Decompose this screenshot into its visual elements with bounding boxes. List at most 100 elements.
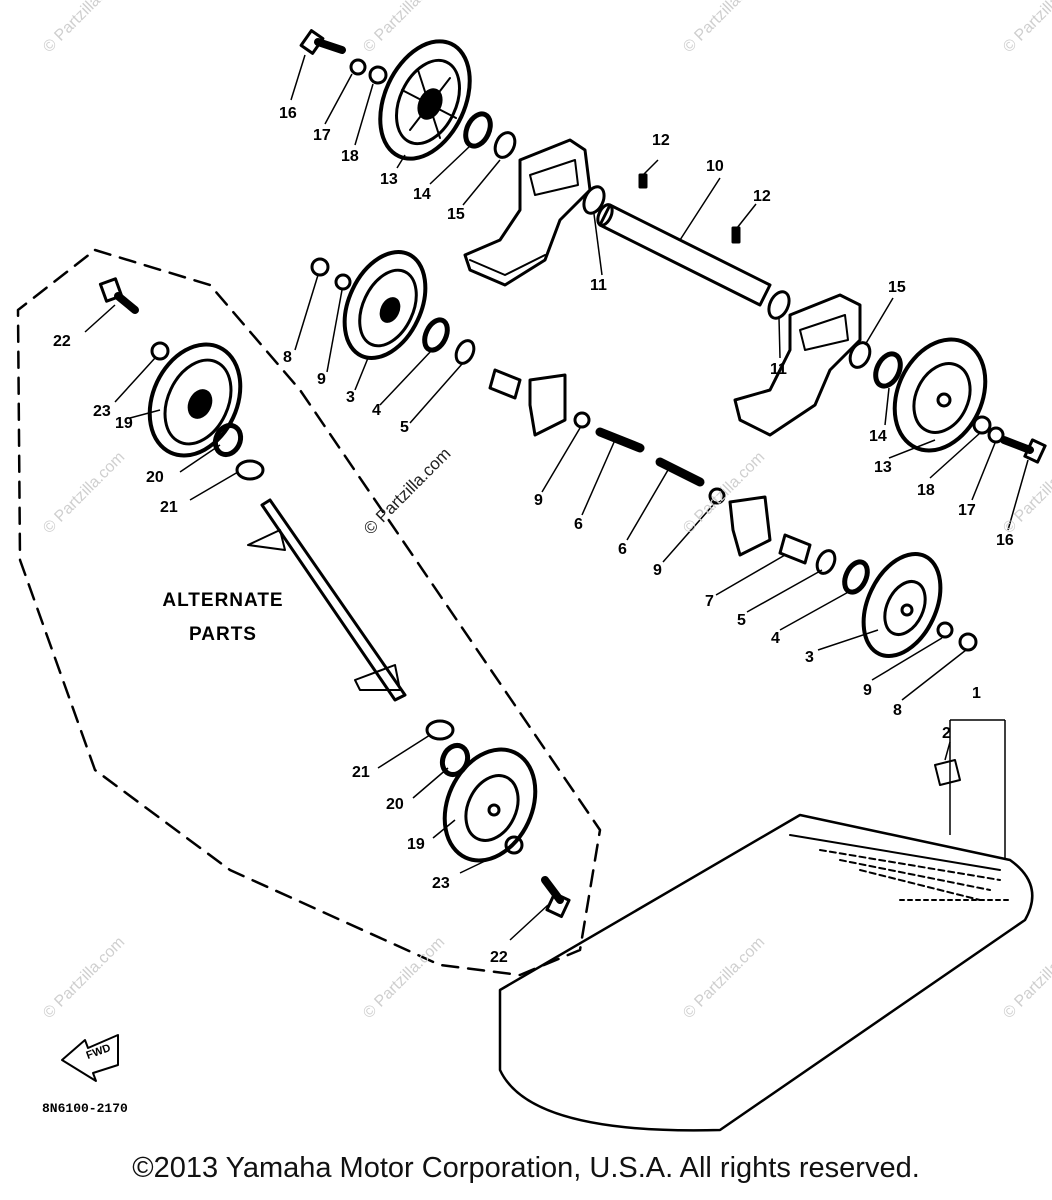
bearing-4-upper xyxy=(422,317,450,353)
callout-5: 5 xyxy=(737,612,746,629)
callout-14: 14 xyxy=(869,428,887,445)
washer-9-left xyxy=(334,273,352,291)
bolt-6-b xyxy=(655,457,705,487)
callout-17: 17 xyxy=(958,502,976,519)
bracket-upper-left xyxy=(463,138,592,287)
callout-9: 9 xyxy=(653,562,662,579)
washer-9-lower xyxy=(708,487,726,505)
spacer-5-lower xyxy=(815,549,837,575)
mount-plate-lower xyxy=(728,495,772,557)
callout-14: 14 xyxy=(413,186,431,203)
bolt-6-a xyxy=(595,427,645,453)
callout-11: 11 xyxy=(770,361,787,378)
spacer-15-right xyxy=(848,341,872,369)
callout-13: 13 xyxy=(380,171,398,188)
callout-12: 12 xyxy=(652,132,670,149)
wheel-19-bottom xyxy=(442,747,538,863)
callout-3: 3 xyxy=(805,649,814,666)
alternate-parts-boundary xyxy=(16,248,602,977)
callout-6: 6 xyxy=(574,516,583,533)
spacer-5-upper xyxy=(454,339,476,365)
callout-23: 23 xyxy=(432,875,450,892)
nut-8-right xyxy=(958,632,978,652)
callout-21: 21 xyxy=(160,499,178,516)
callout-16: 16 xyxy=(996,532,1014,549)
callout-9: 9 xyxy=(317,371,326,388)
cap-12-right xyxy=(731,226,741,244)
nut-17-right xyxy=(987,426,1005,444)
callout-12: 12 xyxy=(753,188,771,205)
washer-18-right xyxy=(972,415,992,435)
nut-17-top xyxy=(349,58,367,76)
bolt-16-top xyxy=(299,29,346,55)
axle-10 xyxy=(596,203,772,307)
callout-9: 9 xyxy=(863,682,872,699)
bolt-22-top xyxy=(98,277,139,314)
callout-20: 20 xyxy=(146,469,164,486)
alternate-axle xyxy=(247,498,407,702)
spacer-15-top xyxy=(493,131,517,159)
callout-23: 23 xyxy=(93,403,111,420)
wheel-3-upper xyxy=(342,250,428,360)
washer-23-top xyxy=(150,341,170,361)
front-arrow xyxy=(61,1034,119,1082)
alternate-label-line2: PARTS xyxy=(189,624,257,645)
callout-7: 7 xyxy=(705,593,714,610)
bearing-14-top xyxy=(463,111,493,149)
parts-diagram xyxy=(16,29,1047,1132)
bolt-22-bottom xyxy=(541,876,571,919)
callout-3: 3 xyxy=(346,389,355,406)
callout-4: 4 xyxy=(771,630,780,647)
callout-6: 6 xyxy=(618,541,627,558)
wheel-13-right xyxy=(892,337,988,453)
callout-22: 22 xyxy=(490,949,508,966)
callout-19: 19 xyxy=(115,415,133,432)
washer-11-right xyxy=(767,290,791,320)
washer-18-top xyxy=(368,65,388,85)
bearing-4-lower xyxy=(842,559,870,595)
callout-11: 11 xyxy=(590,277,607,294)
washer-9-mid xyxy=(573,411,591,429)
alternate-parts-label: ALTERNATE PARTS xyxy=(140,584,306,652)
callout-9: 9 xyxy=(534,492,543,509)
bracket-right xyxy=(733,293,862,437)
callout-21: 21 xyxy=(352,764,370,781)
cap-12-top xyxy=(638,173,648,189)
callout-18: 18 xyxy=(341,148,359,165)
callout-17: 17 xyxy=(313,127,331,144)
collar-7-lower xyxy=(778,533,812,565)
callout-18: 18 xyxy=(917,482,935,499)
washer-23-bottom xyxy=(504,835,524,855)
callout-22: 22 xyxy=(53,333,71,350)
clip-2 xyxy=(934,759,961,786)
callout-10: 10 xyxy=(706,158,724,175)
callout-16: 16 xyxy=(279,105,297,122)
bearing-14-right xyxy=(873,351,903,389)
callout-5: 5 xyxy=(400,419,409,436)
diagram-code: 8N6100-2170 xyxy=(42,1101,128,1116)
bearing-20-top xyxy=(212,422,244,458)
ring-21-top xyxy=(235,459,265,481)
bolt-16-right xyxy=(1000,436,1047,464)
alternate-label-line1: ALTERNATE xyxy=(162,590,284,611)
callout-2: 2 xyxy=(942,725,951,742)
callout-15: 15 xyxy=(447,206,465,223)
nut-8-left xyxy=(310,257,330,277)
callout-8: 8 xyxy=(283,349,292,366)
callout-15: 15 xyxy=(888,279,906,296)
collar-7-upper xyxy=(488,368,522,400)
copyright-footer: ©2013 Yamaha Motor Corporation, U.S.A. A… xyxy=(132,1152,920,1184)
callout-19: 19 xyxy=(407,836,425,853)
washer-9-right xyxy=(936,621,954,639)
callout-20: 20 xyxy=(386,796,404,813)
washer-11-left xyxy=(582,185,606,215)
wheel-13-top xyxy=(378,39,472,161)
callout-4: 4 xyxy=(372,402,381,419)
mount-plate-upper xyxy=(528,373,567,437)
wheel-19-top xyxy=(147,342,243,458)
track-1 xyxy=(498,813,1034,1132)
wheel-3-lower xyxy=(861,551,943,659)
callout-1: 1 xyxy=(972,685,981,702)
callout-8: 8 xyxy=(893,702,902,719)
ring-21-bottom xyxy=(425,719,455,741)
